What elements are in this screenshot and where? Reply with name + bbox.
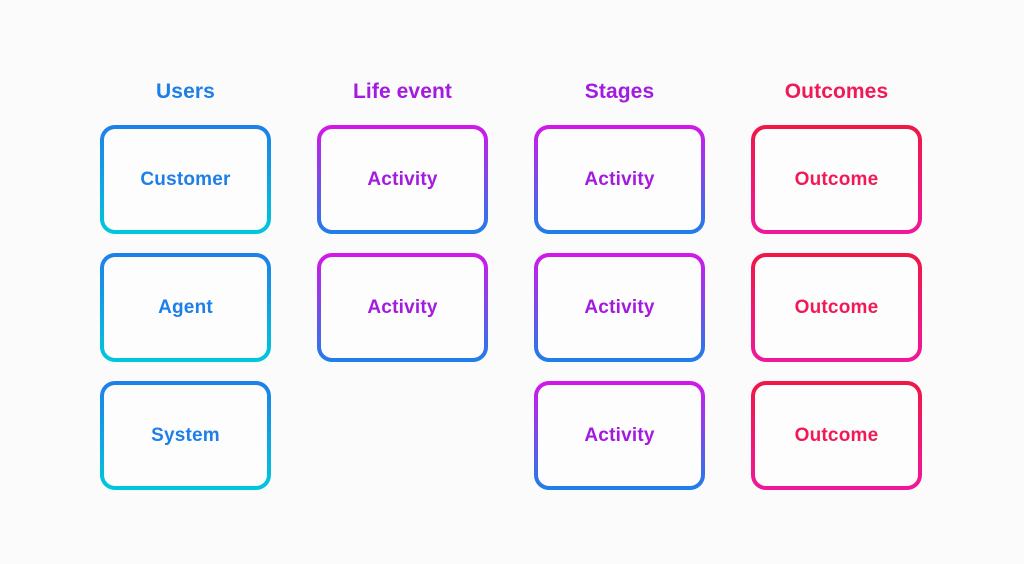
card-outcomes-outcome-2[interactable]: Outcome (751, 253, 922, 362)
column-header-life-event: Life event (352, 80, 453, 103)
card-body: System (104, 385, 267, 486)
column-header-row: Users Life event Stages Outcomes (100, 76, 924, 108)
card-body: Activity (321, 129, 484, 230)
column-header-users: Users (156, 80, 215, 103)
card-label: Activity (584, 168, 655, 190)
card-stages-activity-1[interactable]: Activity (534, 125, 705, 234)
card-row: System Activity (100, 381, 924, 490)
grid-cell: Activity (317, 125, 488, 234)
card-life-event-activity-2[interactable]: Activity (317, 253, 488, 362)
grid-cell: Outcome (751, 381, 922, 490)
card-body: Outcome (755, 257, 918, 358)
card-outcomes-outcome-3[interactable]: Outcome (751, 381, 922, 490)
card-label: Outcome (794, 296, 879, 318)
card-body: Activity (321, 257, 484, 358)
card-body: Customer (104, 129, 267, 230)
grid-cell: Activity (534, 381, 705, 490)
grid-cell: Activity (317, 253, 488, 362)
card-label: Activity (584, 296, 655, 318)
card-label: Agent (158, 296, 213, 318)
card-body: Activity (538, 257, 701, 358)
card-label: Customer (140, 168, 231, 190)
grid-cell: Outcome (751, 125, 922, 234)
grid-cell-empty (317, 381, 488, 490)
card-label: Activity (584, 424, 655, 446)
card-body: Agent (104, 257, 267, 358)
card-grid: Customer Activity Activity (100, 125, 924, 490)
card-users-customer[interactable]: Customer (100, 125, 271, 234)
card-body: Outcome (755, 385, 918, 486)
card-label: Outcome (794, 168, 879, 190)
card-stages-activity-2[interactable]: Activity (534, 253, 705, 362)
card-life-event-activity-1[interactable]: Activity (317, 125, 488, 234)
grid-cell: Activity (534, 253, 705, 362)
card-label: Outcome (794, 424, 879, 446)
card-label: System (151, 424, 220, 446)
column-header-stages: Stages (584, 80, 655, 103)
card-users-agent[interactable]: Agent (100, 253, 271, 362)
card-body: Activity (538, 129, 701, 230)
grid-cell: Customer (100, 125, 271, 234)
grid-cell: Activity (534, 125, 705, 234)
card-users-system[interactable]: System (100, 381, 271, 490)
column-header-outcomes: Outcomes (784, 80, 889, 103)
card-row: Customer Activity Activity (100, 125, 924, 234)
card-body: Activity (538, 385, 701, 486)
grid-cell: System (100, 381, 271, 490)
card-row: Agent Activity Activity (100, 253, 924, 362)
card-stages-activity-3[interactable]: Activity (534, 381, 705, 490)
card-outcomes-outcome-1[interactable]: Outcome (751, 125, 922, 234)
card-label: Activity (367, 168, 438, 190)
card-label: Activity (367, 296, 438, 318)
grid-cell: Outcome (751, 253, 922, 362)
card-body: Outcome (755, 129, 918, 230)
grid-cell: Agent (100, 253, 271, 362)
